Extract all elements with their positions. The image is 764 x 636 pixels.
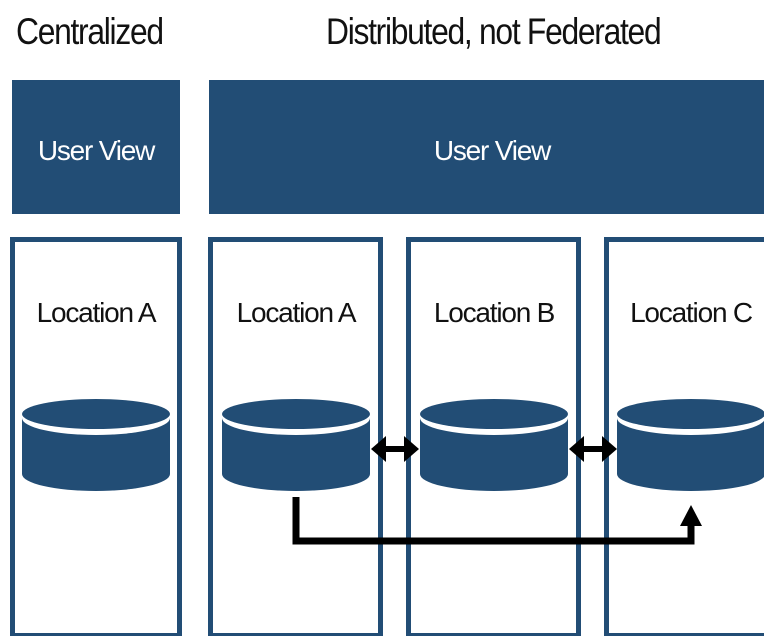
sync-arrow-a-b [371, 436, 419, 462]
centralized-location-label: Location A [37, 297, 157, 328]
location-c-label: Location C [630, 297, 753, 328]
distributed-title: Distributed, not Federated [326, 11, 662, 52]
distributed-location-a-box: Location A [208, 237, 383, 636]
sync-arrow-a-c [292, 497, 702, 545]
centralized-location-box: Location A [10, 237, 182, 636]
centralized-user-view-label: User View [38, 135, 156, 166]
centralized-user-view: User View [12, 80, 180, 214]
centralized-title: Centralized [16, 11, 164, 52]
location-a-label: Location A [237, 297, 357, 328]
location-b-label: Location B [434, 297, 555, 328]
database-icon [222, 399, 370, 491]
database-icon [617, 399, 764, 491]
distributed-user-view-label: User View [434, 135, 552, 166]
distributed-location-b-box: Location B [406, 237, 581, 636]
database-icon [420, 399, 568, 491]
distributed-location-c-box: Location C [604, 237, 764, 636]
database-icon [22, 399, 170, 491]
sync-arrow-b-c [569, 436, 617, 462]
distributed-user-view: User View [209, 80, 764, 214]
